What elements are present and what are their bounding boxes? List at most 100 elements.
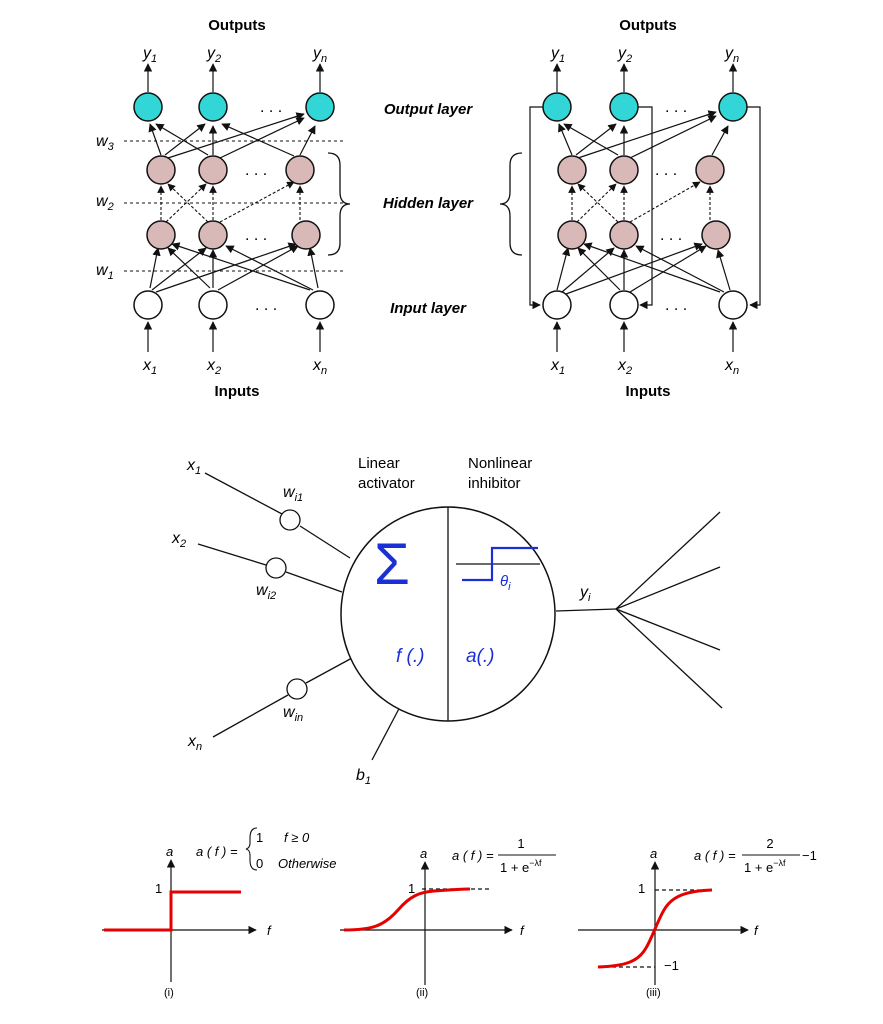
ff-hidden-node: [198, 220, 228, 250]
plot-iii-f-label: f: [754, 923, 759, 938]
neuron-model: Linear activator Nonlinear inhibitor x1 …: [171, 455, 723, 787]
linear-label-line1: Linear: [358, 455, 400, 472]
plot-i-a-label: a: [166, 844, 173, 859]
ff-weight-label-1: w1: [96, 262, 114, 282]
rn-dots: . . .: [665, 99, 687, 116]
plot-ii-f-label: f: [520, 923, 525, 938]
rn-hidden-node: [609, 155, 639, 185]
rn-feedback-loops: [529, 106, 761, 310]
plot-iii-numerator: 2: [766, 836, 773, 851]
ff-connections-hidden-output: [148, 112, 316, 159]
plot-ii-curve: [343, 887, 471, 932]
ff-hidden-node: [146, 220, 176, 250]
rn-dots: . . .: [655, 162, 677, 179]
plot-i-formula-lhs: a ( f ) =: [196, 844, 238, 859]
neuron-weight-label-i1: wi1: [283, 484, 303, 504]
ff-dots: . . .: [255, 297, 277, 314]
neuron-weight-nodes: [265, 509, 308, 700]
plot-ii-tick-one: 1: [408, 881, 415, 896]
plot-i-f-label: f: [267, 923, 272, 938]
recurrent-network: Outputs Inputs y1 y2 yn x1 x2 xn: [499, 17, 761, 400]
output-layer-label: Output layer: [384, 101, 474, 118]
hidden-layer-label: Hidden layer: [383, 195, 474, 212]
rn-connections-input-hidden: [556, 242, 731, 295]
ff-connections-hidden-hidden: [157, 181, 304, 223]
ff-inputs-title: Inputs: [215, 383, 260, 400]
ff-output-label-2: y2: [206, 45, 221, 65]
ff-dots: . . .: [260, 99, 282, 116]
ff-input-node: [305, 290, 335, 320]
rn-input-label-n: xn: [724, 357, 739, 377]
ff-output-node: [305, 92, 335, 122]
plot-ii-formula-lhs: a ( f ) =: [452, 848, 494, 863]
plot-ii-numerator: 1: [517, 836, 524, 851]
plot-ii-caption: (ii): [416, 987, 428, 999]
rn-input-arrows: [552, 321, 738, 352]
activation-plot-sigmoid: a f 1 (ii) a ( f ) = 1 1 + e−λf: [340, 836, 556, 999]
rn-input-node: [542, 290, 572, 320]
plot-ii-a-label: a: [420, 846, 427, 861]
rn-output-node: [609, 92, 639, 122]
ff-weight-label-3: w3: [96, 133, 115, 153]
ff-weight-label-2: w2: [96, 193, 114, 213]
rn-hidden-nodes: [557, 155, 731, 250]
ff-input-node: [133, 290, 163, 320]
plot-iii-a-label: a: [650, 846, 657, 861]
rn-input-nodes: [542, 290, 748, 320]
rn-output-label-1: y1: [550, 45, 565, 65]
rn-output-nodes: [542, 92, 748, 122]
rn-hidden-node: [557, 155, 587, 185]
ff-hidden-node: [198, 155, 228, 185]
activation-plot-bipolar-sigmoid: a f 1 −1 (iii) a ( f ) = 2 1 + e−λf −1: [578, 836, 817, 999]
neuron-bias-label: b1: [356, 767, 371, 787]
rn-input-node: [718, 290, 748, 320]
plot-i-caption: (i): [164, 987, 174, 999]
rn-dots: . . .: [665, 297, 687, 314]
nonlinear-label-line2: inhibitor: [468, 475, 521, 492]
ff-input-label-n: xn: [312, 357, 327, 377]
rn-hidden-node: [695, 155, 725, 185]
rn-connections-hidden-hidden: [568, 181, 714, 223]
plot-iii-formula-lhs: a ( f ) =: [694, 848, 736, 863]
feedforward-network: Outputs Inputs y1 y2 yn x1 x2 xn w3 w2 w…: [96, 17, 351, 400]
ff-connections-input-hidden: [149, 242, 319, 293]
rn-hidden-node: [701, 220, 731, 250]
plot-iii-tick-minus-one: −1: [664, 958, 679, 973]
plot-iii-caption: (iii): [646, 987, 661, 999]
ff-hidden-brace: [327, 152, 351, 256]
rn-hidden-node: [609, 220, 639, 250]
linear-function-label: f (.): [396, 646, 425, 667]
rn-dots: . . .: [660, 227, 682, 244]
ff-input-node: [198, 290, 228, 320]
rn-output-label-2: y2: [617, 45, 632, 65]
ff-output-nodes: [133, 92, 335, 122]
rn-output-arrows: [552, 63, 738, 92]
ff-dots: . . .: [245, 227, 267, 244]
weight-node: [279, 509, 301, 531]
ff-input-label-2: x2: [206, 357, 221, 377]
rn-input-node: [609, 290, 639, 320]
rn-output-node: [718, 92, 748, 122]
ff-input-arrows: [143, 321, 325, 352]
neuron-input-lines: [197, 472, 723, 761]
activation-plot-step: a f 1 (i) a ( f ) = 1 f ≥ 0 0 Otherwise: [102, 827, 337, 999]
nonlinear-label-line1: Nonlinear: [468, 455, 532, 472]
plot-i-case-brace: [245, 827, 258, 871]
rn-hidden-brace: [499, 152, 523, 256]
neuron-input-label-2: x2: [171, 530, 186, 550]
plot-i-curve: [104, 890, 241, 932]
ff-input-nodes: [133, 290, 335, 320]
plot-ii-denominator: 1 + e−λf: [500, 858, 542, 875]
plot-iii-tick-one: 1: [638, 881, 645, 896]
rn-output-node: [542, 92, 572, 122]
weight-node: [265, 557, 287, 579]
plot-i-case-top: 1: [256, 830, 263, 845]
ff-output-label-1: y1: [142, 45, 157, 65]
rn-hidden-node: [557, 220, 587, 250]
ff-output-arrows: [143, 63, 325, 92]
step-threshold-icon: [456, 546, 540, 582]
plot-i-case-bottom: 0: [256, 856, 263, 871]
rn-connections-hidden-output: [558, 110, 729, 159]
plot-i-tick-one: 1: [155, 881, 162, 896]
